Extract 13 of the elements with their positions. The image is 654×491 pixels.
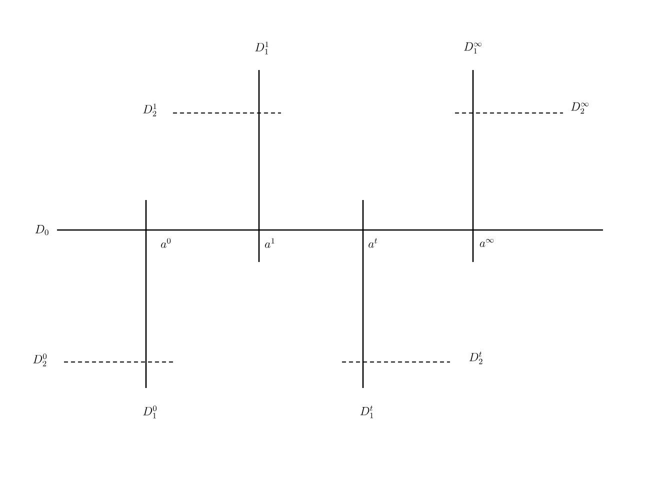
line-label: $D_1^0$ [143,406,157,418]
line-label: $D_0$ [35,225,48,236]
line-label: $D_1^1$ [255,42,268,54]
point-label: $a^1$ [265,238,274,248]
line-label: $D_2^1$ [143,104,156,116]
line-label: $D_2^\infty$ [571,102,589,114]
line-label: $D_1^t$ [360,406,374,418]
point-label: $a^0$ [161,238,171,248]
point-label: $a^\infty$ [480,239,494,248]
line-label: $D_2^t$ [469,352,482,364]
line-label: $D_2^0$ [33,354,47,366]
line-label: $D_1^\infty$ [464,42,482,54]
point-label: $a^t$ [368,238,378,248]
